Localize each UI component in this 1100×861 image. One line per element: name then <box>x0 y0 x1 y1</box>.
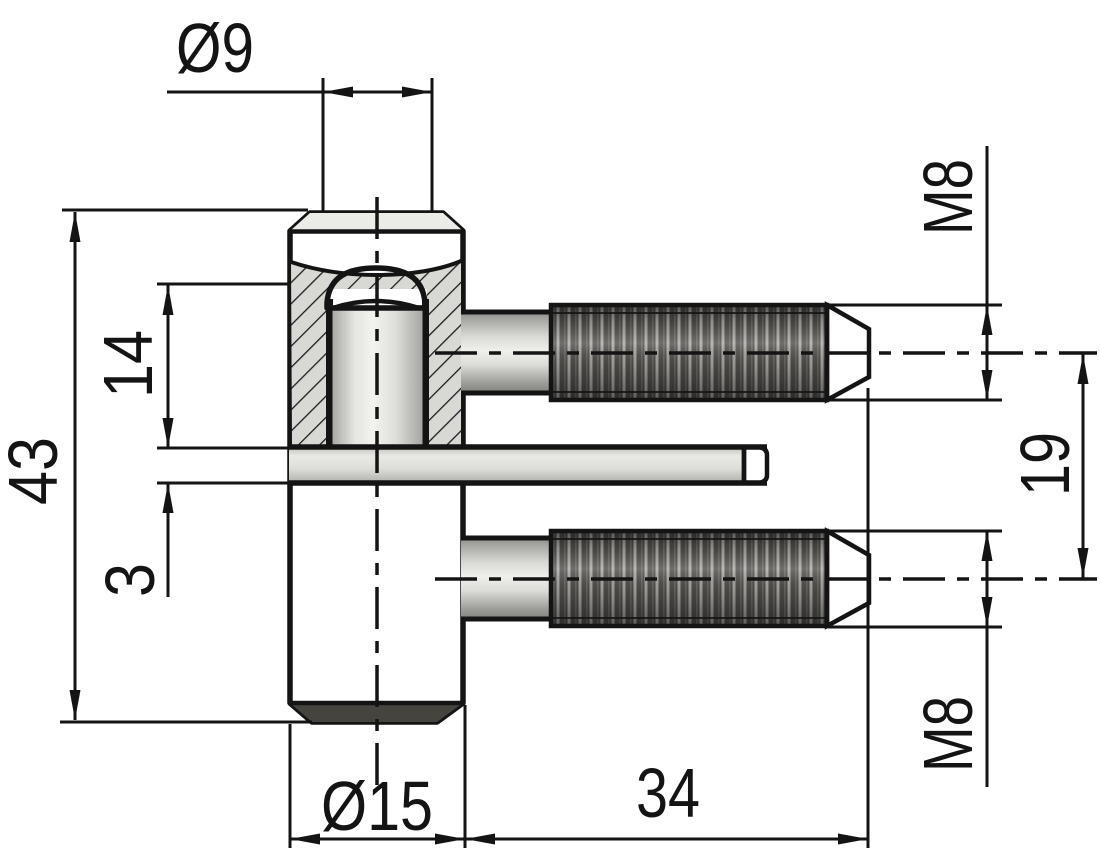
dim-lower-thread: M8 <box>828 529 1002 787</box>
dim-bore-depth: 14 <box>89 282 291 450</box>
part-body <box>287 210 466 725</box>
dim-pin-diameter-label: Ø9 <box>176 9 254 87</box>
dim-overall-height-label: 43 <box>0 437 72 505</box>
dim-upper-thread-extension-lines <box>828 303 1002 402</box>
leaf-plate-face <box>289 447 744 483</box>
dim-body-diameter: Ø15 <box>288 724 465 848</box>
dim-center-distance: 19 <box>1006 354 1089 578</box>
dim-upper-thread-label: M8 <box>909 159 987 235</box>
dim-overall-height: 43 <box>0 208 312 724</box>
dim-screw-length-label: 34 <box>636 754 700 832</box>
dim-lower-thread-extension-lines <box>828 529 1002 629</box>
part-leaf-plate <box>289 444 770 486</box>
dim-lower-thread-label: M8 <box>909 696 987 772</box>
dim-upper-thread: M8 <box>828 146 1002 402</box>
dim-overall-height-extension-lines <box>60 208 312 724</box>
upper-thread-crest-lines <box>553 312 827 393</box>
lower-neck-edges <box>461 535 553 622</box>
lower-thread-crest-lines <box>553 538 827 619</box>
dim-screw-length: 34 <box>463 388 870 848</box>
bore-edges <box>326 299 429 446</box>
dim-pin-diameter-extension-lines <box>321 78 434 212</box>
dim-bore-depth-extension-lines <box>157 282 291 450</box>
dim-pin-diameter: Ø9 <box>167 9 434 212</box>
dim-screw-length-extension-lines <box>463 388 870 848</box>
dim-bore-depth-label: 14 <box>89 330 167 398</box>
dim-leaf-thickness-label: 3 <box>91 563 169 597</box>
pin-dome-cap <box>324 265 428 311</box>
dim-leaf-thickness: 3 <box>91 481 291 597</box>
dim-body-diameter-label: Ø15 <box>321 767 433 845</box>
dim-center-distance-label: 19 <box>1006 432 1084 496</box>
upper-screw-tip <box>824 301 872 404</box>
body-bottom-face <box>290 703 463 722</box>
upper-neck-edges <box>461 309 553 396</box>
